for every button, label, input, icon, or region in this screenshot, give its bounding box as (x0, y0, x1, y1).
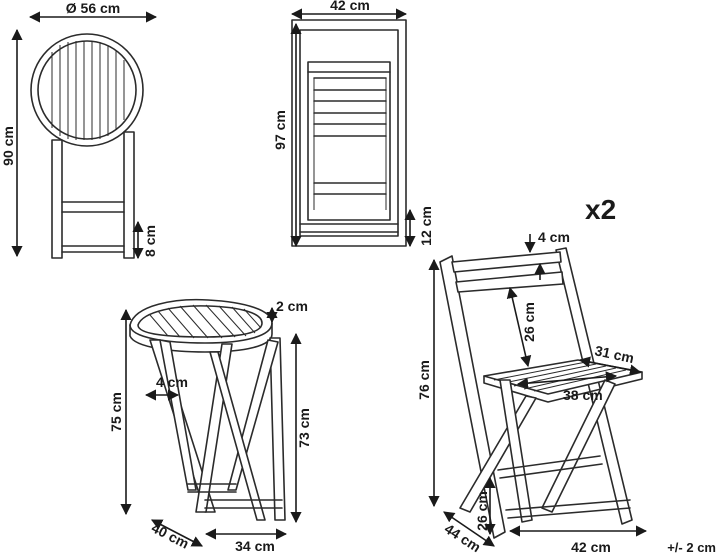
folded-table-foot-label: 8 cm (142, 225, 158, 257)
table-height-label: 75 cm (108, 392, 124, 432)
chair-height-label: 76 cm (416, 360, 432, 400)
open-chair-drawing (439, 247, 643, 539)
chair-top-rail-label: 4 cm (538, 229, 570, 245)
folded-chair-width-label: 42 cm (330, 0, 370, 13)
chair-seat-depth-arrow (578, 356, 642, 376)
chair-rung-height-label: 26 cm (474, 491, 490, 531)
table-base-depth-arrow (151, 519, 203, 547)
chair-depth-arrow (443, 511, 495, 547)
tolerance-note: +/- 2 cm (667, 540, 716, 555)
quantity-label: x2 (585, 194, 616, 225)
folded-table-height-label: 90 cm (0, 126, 16, 166)
chair-back-span-label: 26 cm (521, 302, 537, 342)
folded-chair-height-label: 97 cm (272, 110, 288, 150)
folded-table-diameter-label: Ø 56 cm (66, 0, 120, 16)
open-table-drawing (129, 298, 286, 521)
folded-chair-foot-label: 12 cm (418, 206, 434, 246)
table-under-top-label: 73 cm (296, 408, 312, 448)
chair-back-span-arrow (506, 286, 532, 368)
folded-table-drawing (30, 33, 144, 259)
chair-seat-depth-label: 31 cm (593, 342, 635, 366)
chair-seat-width-label: 38 cm (563, 387, 603, 403)
chair-seat-width-arrow (516, 371, 618, 389)
chair-width-label: 42 cm (571, 539, 611, 555)
table-base-width-label: 34 cm (235, 538, 275, 554)
table-top-thickness-label: 2 cm (276, 298, 308, 314)
table-leg-width-label: 4 cm (156, 374, 188, 390)
table-base-depth-label: 40 cm (149, 519, 192, 551)
folded-chair-drawing (291, 19, 407, 247)
